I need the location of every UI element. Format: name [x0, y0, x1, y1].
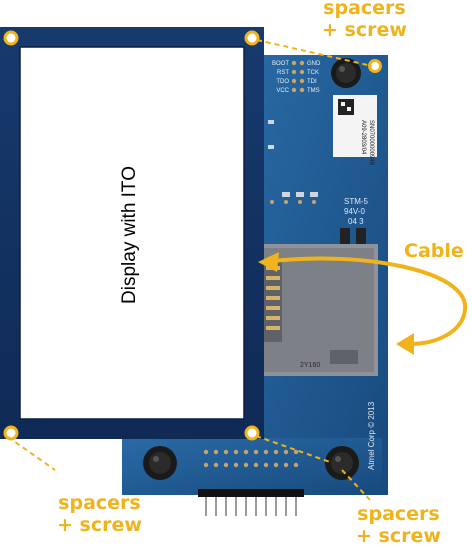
callout-cable: Cable — [404, 240, 464, 262]
bottom-header-pins — [205, 495, 297, 516]
part-number: A09-2803/04 — [360, 120, 366, 155]
pcb-board: BOOT RST TDO VCC GND TCK TDI TMS A09-280… — [122, 55, 388, 516]
leader-bottom-left — [7, 436, 56, 471]
pin-label: TCK — [307, 70, 319, 76]
display-module — [0, 27, 264, 441]
mounting-hole-icon — [244, 30, 260, 46]
callout-line: + screw — [322, 19, 407, 41]
card-connector: 2Y160 — [258, 244, 378, 376]
serial-sticker: A09-2803/04 SN07000000948 — [333, 95, 377, 166]
callout-line: spacers — [323, 0, 406, 19]
stm-marking: STM-5 94V-0 04 3 — [344, 197, 369, 226]
pin-label: TMS — [307, 88, 320, 94]
leader-top-right — [256, 39, 373, 67]
pin-label: VCC — [276, 88, 289, 94]
leader-bottom-right-b — [341, 469, 371, 501]
pin-label: TDI — [307, 79, 317, 85]
callout-line: spacers — [357, 503, 440, 525]
callout-leader-lines — [7, 39, 373, 501]
spacer-screw-bottom-right — [325, 446, 359, 480]
top-pin-labels-right: GND TCK TDI TMS — [307, 61, 321, 94]
mounting-hole-icon — [244, 425, 260, 441]
top-pin-labels-left: BOOT RST TDO VCC — [272, 61, 290, 94]
spacer-screw-top-right — [331, 58, 361, 88]
cable-label: Cable — [404, 240, 464, 262]
display-screen — [19, 46, 245, 420]
pin-label: BOOT — [272, 61, 289, 67]
bottom-pin-header — [203, 449, 299, 468]
callout-line: spacers — [58, 492, 141, 514]
stm-line1: STM-5 — [344, 197, 369, 206]
display-label: Display with ITO — [119, 166, 140, 304]
pin-label: RST — [277, 70, 289, 76]
callout-top-right: spacers + screw — [322, 0, 407, 41]
display-mounting-holes — [3, 30, 260, 441]
pin-label: TDO — [276, 79, 289, 85]
callout-bottom-left: spacers + screw — [57, 492, 142, 536]
leader-bottom-right-a — [255, 435, 331, 463]
cable-arrow-icon — [258, 252, 468, 355]
callout-bottom-right: spacers + screw — [356, 503, 441, 547]
header-plastic-strip — [198, 489, 304, 497]
pcb-hole-marker-icon — [368, 59, 382, 73]
stm-line2: 94V-0 — [344, 207, 365, 216]
pin-label: GND — [307, 61, 321, 67]
copyright-text: Atmel Corp © 2013 — [367, 401, 376, 470]
serial-number: SN07000000948 — [368, 120, 374, 166]
stm-line3: 04 3 — [348, 217, 364, 226]
callout-line: + screw — [356, 525, 441, 547]
connector-code: 2Y160 — [300, 362, 320, 369]
spacer-screw-bottom-left — [143, 446, 177, 480]
top-jtag-header — [291, 60, 305, 93]
qr-code-icon — [338, 99, 354, 115]
mounting-hole-icon — [3, 425, 19, 441]
mounting-hole-icon — [3, 30, 19, 46]
callout-line: + screw — [57, 514, 142, 536]
pcb-components — [268, 120, 366, 248]
